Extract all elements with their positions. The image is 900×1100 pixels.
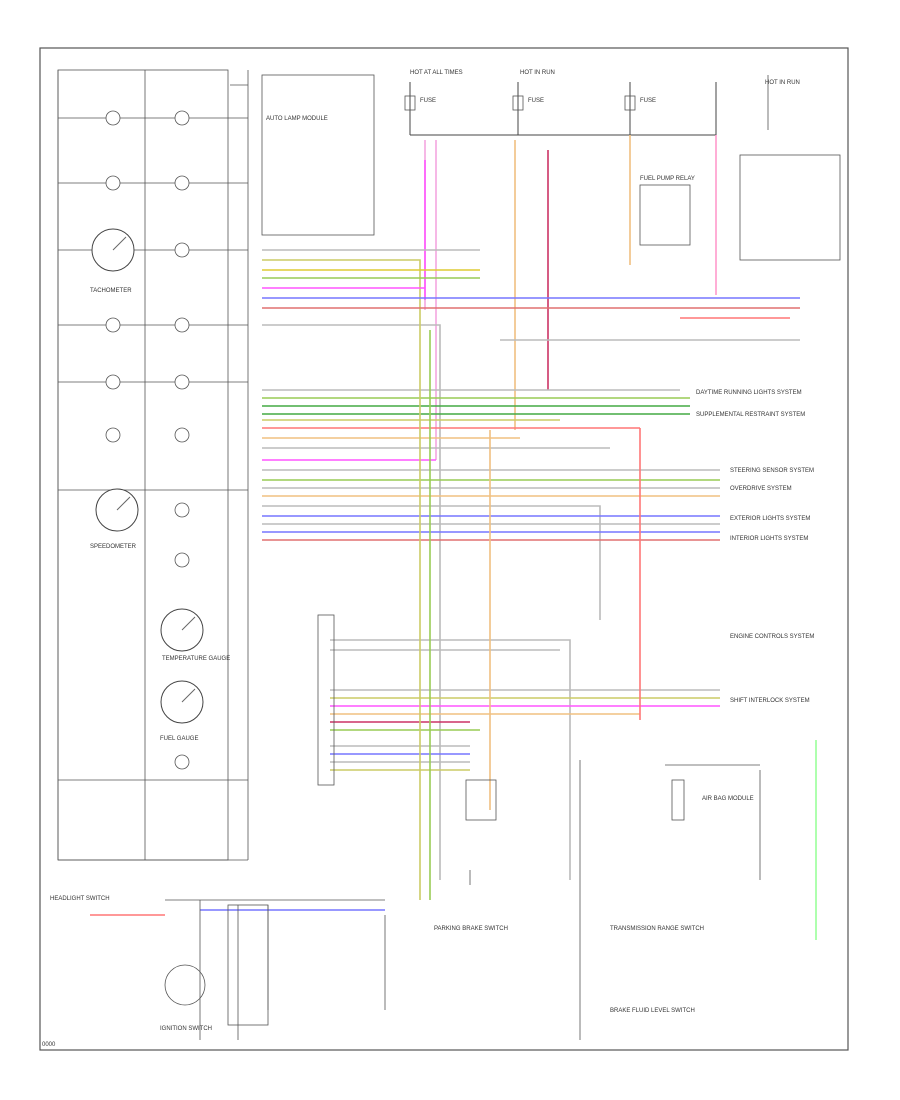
transmission-range-sw-label: TRANSMISSION RANGE SWITCH — [610, 926, 704, 932]
footer-code: 0000 — [42, 1042, 56, 1048]
right-label-8: SHIFT INTERLOCK SYSTEM — [730, 698, 810, 704]
auto-lamp-module-label: AUTO LAMP MODULE — [266, 116, 328, 122]
hot-at-all-times-label: HOT AT ALL TIMES — [410, 70, 463, 76]
indicator-rows — [58, 110, 248, 861]
right-label-2: SUPPLEMENTAL RESTRAINT SYSTEM — [696, 412, 805, 418]
lower-components: TRANSMISSION RANGE SWITCH PARKING BRAKE … — [317, 614, 761, 1040]
right-label-3: STEERING SENSOR SYSTEM — [730, 468, 814, 474]
temperature-gauge-label: TEMPERATURE GAUGE — [162, 656, 230, 662]
right-label-5: EXTERIOR LIGHTS SYSTEM — [730, 516, 810, 522]
fuel-pump-relay-label: FUEL PUMP RELAY — [640, 176, 695, 182]
diagram-frame — [39, 47, 849, 1051]
bottom-left-switches: HEADLIGHT SWITCH IGNITION SWITCH — [50, 870, 471, 1040]
headlight-switch-label: HEADLIGHT SWITCH — [50, 896, 110, 902]
ignition-switch-label: IGNITION SWITCH — [160, 1026, 212, 1032]
fuel-gauge-label: FUEL GAUGE — [160, 736, 198, 742]
brake-fluid-sw-label: BRAKE FLUID LEVEL SWITCH — [610, 1008, 695, 1014]
airbag-module-label: AIR BAG MODULE — [702, 796, 754, 802]
fuse-2-label: FUSE — [528, 98, 544, 104]
right-label-6: INTERIOR LIGHTS SYSTEM — [730, 536, 808, 542]
top-left-module: AUTO LAMP MODULE — [230, 74, 375, 236]
hot-in-run-label: HOT IN RUN — [520, 70, 555, 76]
tachometer-label: TACHOMETER — [90, 288, 132, 294]
right-terminals: DAYTIME RUNNING LIGHTS SYSTEM SUPPLEMENT… — [696, 390, 814, 704]
fuse-3-label: FUSE — [640, 98, 656, 104]
fuse-area: HOT AT ALL TIMES HOT IN RUN HOT IN RUN F… — [404, 70, 841, 261]
fuse-1-label: FUSE — [420, 98, 436, 104]
right-label-4: OVERDRIVE SYSTEM — [730, 486, 792, 492]
parking-brake-sw-label: PARKING BRAKE SWITCH — [434, 926, 508, 932]
wire-harness — [90, 135, 817, 940]
speedometer-label: SPEEDOMETER — [90, 544, 137, 550]
instrument-cluster: TACHOMETER SPEEDOMETER FUEL GAUGE TEMPER… — [57, 69, 249, 861]
right-label-1: DAYTIME RUNNING LIGHTS SYSTEM — [696, 390, 802, 396]
hot-in-run-2-label: HOT IN RUN — [765, 80, 800, 86]
right-label-7: ENGINE CONTROLS SYSTEM — [730, 634, 814, 640]
